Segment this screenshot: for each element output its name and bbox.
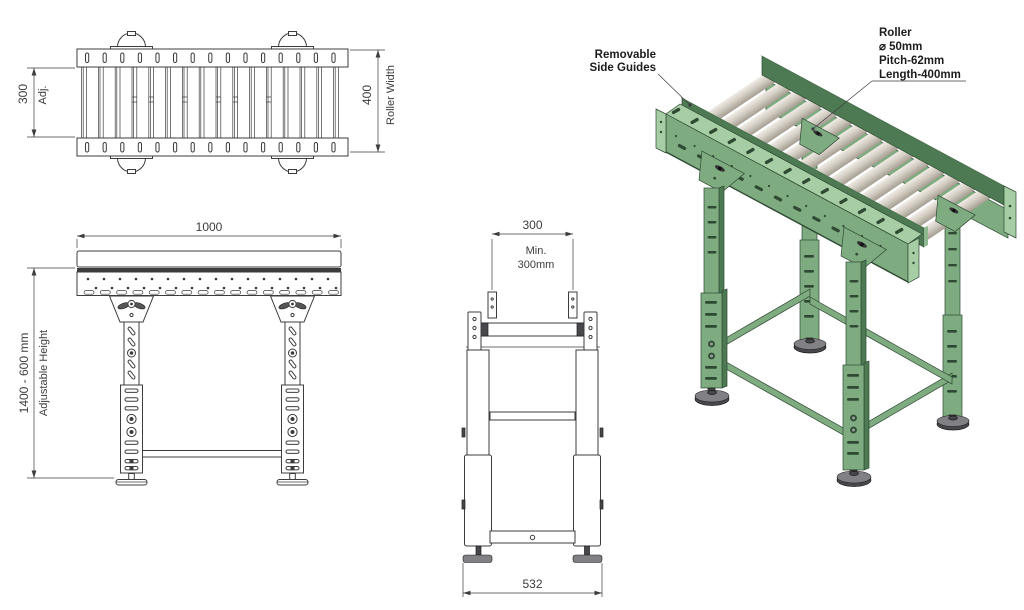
callout-side-guides: Removable Side Guides [590, 49, 692, 107]
iso-bracket-far-right [935, 194, 976, 232]
callout-side-guides-line2: Side Guides [590, 62, 656, 74]
iso-leg-near-right [836, 259, 872, 487]
legs-end [461, 349, 604, 563]
iso-leg-far-right [936, 209, 970, 431]
side-guide-profile [76, 250, 342, 268]
brackets-end [467, 311, 598, 351]
foot-stem [289, 473, 296, 480]
side-view: 300 Min. 300mm 532 [461, 218, 604, 597]
dimension-adjustable-height: 1400 - 600 mm Adjustable Height [17, 267, 114, 479]
dim-value-400: 400 [360, 85, 374, 105]
bottom-member-end [489, 530, 576, 544]
dimension-base-width: 532 [462, 563, 603, 597]
dimension-roller-width: 400 Roller Width [350, 49, 397, 153]
iso-side-guide-far [759, 54, 1017, 239]
side-guides-end [487, 291, 578, 319]
rail-front [76, 271, 342, 296]
iso-rail-endcap-right [907, 237, 920, 284]
leader-line [657, 73, 690, 105]
isometric-view: Removable Side Guides Roller ⌀ 50mm Pitc… [590, 27, 1017, 487]
dimension-guide-width: 300 Min. 300mm [491, 218, 574, 290]
callout-roller-line1: Roller [879, 27, 912, 39]
side-rail-top [76, 48, 349, 157]
crossbar-front [142, 450, 282, 458]
leg-front-right [269, 295, 316, 486]
callout-side-guides-line1: Removable [595, 49, 656, 61]
iso-bracket-far-left [799, 117, 840, 155]
top-view: 300 Adj. 400 Roller Width [16, 31, 397, 174]
roller-end-view [466, 322, 600, 348]
note-300mm: 300mm [518, 259, 555, 271]
callout-roller: Roller ⌀ 50mm Pitch-62mm Length-400mm [811, 27, 966, 131]
foot-stem [128, 473, 135, 480]
dim-label-height: Adjustable Height [38, 330, 50, 416]
dim-value-height: 1400 - 600 mm [17, 333, 31, 414]
dim-value-1000: 1000 [196, 220, 223, 234]
callout-roller-line3: Pitch-62mm [879, 55, 944, 67]
roller-edge-line [77, 268, 341, 272]
foot-plate [462, 554, 493, 563]
leg-front-left [108, 295, 155, 486]
dim-label-adj: Adj. [37, 86, 49, 105]
callout-roller-line4: Length-400mm [879, 69, 961, 81]
note-min: Min. [526, 245, 547, 257]
dimension-length: 1000 [76, 220, 342, 248]
leader-line [813, 80, 873, 129]
dim-value-300-side: 300 [522, 218, 542, 232]
crossbar-end [489, 411, 576, 421]
dim-value-300: 300 [16, 84, 30, 104]
foot-plate [572, 554, 603, 563]
leader-dot [811, 127, 815, 131]
iso-leg-near-left [694, 185, 730, 406]
rollers-top [81, 66, 339, 139]
dimension-adjustable-width: 300 Adj. [16, 67, 75, 138]
iso-far-rail-endcap [1003, 185, 1017, 239]
leader-dot [688, 103, 692, 107]
iso-cross-braces [711, 288, 953, 442]
dim-value-532: 532 [522, 577, 542, 591]
callout-roller-line2: ⌀ 50mm [879, 41, 922, 53]
front-view: 1000 [17, 220, 342, 486]
dim-label-roller-width: Roller Width [385, 65, 397, 125]
